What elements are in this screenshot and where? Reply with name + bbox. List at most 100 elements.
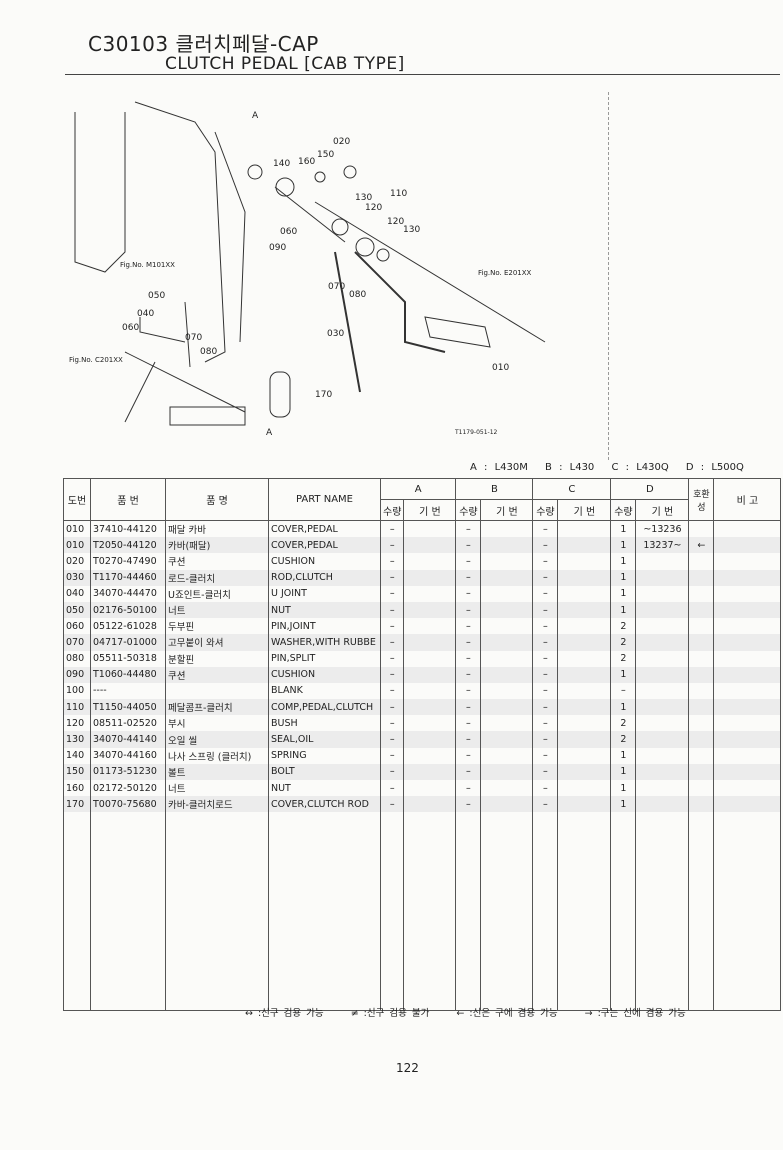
row-a-serial: [403, 682, 457, 700]
row-a-qty: –: [379, 601, 405, 619]
row-a-qty: –: [379, 618, 405, 635]
empty-cell: [63, 812, 91, 1012]
callout: A: [266, 428, 273, 438]
row-remarks: [713, 618, 782, 635]
col-compat: 호환성: [688, 478, 715, 521]
row-a-serial: [403, 763, 457, 780]
row-part-name: COMP,PEDAL,CLUTCH: [268, 699, 381, 716]
col-ref: 도번: [63, 478, 91, 521]
col-part-name: PART NAME: [268, 478, 381, 521]
row-b-qty: –: [455, 763, 482, 780]
row-compat: [688, 780, 715, 797]
col-qty: 수량: [379, 499, 405, 521]
callout: 060: [122, 323, 139, 333]
row-b-qty: –: [455, 666, 482, 683]
callout: 130: [355, 193, 372, 203]
callout: 120: [365, 203, 382, 213]
row-c-qty: –: [532, 699, 559, 716]
row-compat: [688, 666, 715, 683]
model-d: D : L500Q: [685, 462, 744, 473]
row-c-serial: [557, 780, 612, 797]
row-b-qty: –: [455, 585, 482, 602]
row-a-serial: [403, 796, 457, 813]
cab-frame: [74, 112, 126, 273]
row-name-kr: 나사 스프링 (클러치): [165, 747, 269, 764]
row-b-serial: [480, 666, 534, 683]
row-b-qty: –: [455, 537, 482, 554]
row-d-qty: 1: [610, 585, 637, 602]
row-part-no: T1060-44480: [90, 666, 166, 683]
row-d-serial: [635, 780, 690, 797]
row-ref: 140: [63, 747, 91, 764]
row-a-serial: [403, 731, 457, 748]
row-a-serial: [403, 618, 457, 635]
row-part-name: NUT: [268, 601, 381, 619]
row-d-serial: [635, 569, 690, 586]
row-ref: 170: [63, 796, 91, 813]
row-part-name: CUSHION: [268, 666, 381, 683]
row-remarks: [713, 715, 782, 732]
row-name-kr: 패달 카바: [165, 520, 269, 538]
callout: 150: [317, 150, 334, 160]
row-part-name: BUSH: [268, 715, 381, 732]
drawing-code: T1179-051-12: [454, 429, 498, 436]
row-name-kr: 두부핀: [165, 618, 269, 635]
row-b-qty: –: [455, 731, 482, 748]
row-d-serial: [635, 763, 690, 780]
row-remarks: [713, 699, 782, 716]
row-part-no: T0070-75680: [90, 796, 166, 813]
model-a: A : L430M: [470, 462, 528, 473]
row-part-no: 34070-44160: [90, 747, 166, 764]
row-a-qty: –: [379, 796, 405, 813]
row-part-no: 34070-44470: [90, 585, 166, 602]
row-ref: 090: [63, 666, 91, 683]
row-a-serial: [403, 699, 457, 716]
row-c-qty: –: [532, 715, 559, 732]
callout: 040: [137, 309, 154, 319]
row-remarks: [713, 553, 782, 570]
row-part-name: NUT: [268, 780, 381, 797]
row-part-no: T0270-47490: [90, 553, 166, 570]
row-compat: [688, 731, 715, 748]
row-c-qty: –: [532, 650, 559, 667]
col-qty: 수량: [455, 499, 482, 521]
col-serial: 기 번: [403, 499, 457, 521]
row-a-qty: –: [379, 634, 405, 651]
col-model-d: D: [610, 478, 690, 500]
compatibility-legend: ↔ :신구 검용 가능 ≠ :신구 검용 불가 ← :신은 구에 겸용 가능 →…: [245, 1005, 708, 1019]
row-remarks: [713, 585, 782, 602]
row-b-qty: –: [455, 747, 482, 764]
row-part-no: 02172-50120: [90, 780, 166, 797]
col-model-a: A: [379, 478, 457, 500]
row-a-serial: [403, 650, 457, 667]
row-b-serial: [480, 650, 534, 667]
row-a-qty: –: [379, 650, 405, 667]
row-name-kr: 고무붙이 와셔: [165, 634, 269, 651]
row-d-serial: [635, 585, 690, 602]
row-b-qty: –: [455, 796, 482, 813]
row-ref: 010: [63, 520, 91, 538]
col-remarks: 비 고: [713, 478, 782, 521]
exploded-parts-diagram: A 020 150 140 160 130 110 120 120 130 06…: [69, 101, 546, 438]
row-c-qty: –: [532, 601, 559, 619]
row-a-serial: [403, 715, 457, 732]
bracket: [169, 406, 246, 426]
row-b-qty: –: [455, 601, 482, 619]
row-b-serial: [480, 763, 534, 780]
row-remarks: [713, 796, 782, 813]
row-b-qty: –: [455, 780, 482, 797]
row-b-qty: –: [455, 618, 482, 635]
col-name-kr: 품 명: [165, 478, 269, 521]
row-ref: 110: [63, 699, 91, 716]
row-c-serial: [557, 650, 612, 667]
row-c-serial: [557, 682, 612, 700]
empty-cell: [635, 812, 690, 1012]
row-part-name: WASHER,WITH RUBBE: [268, 634, 381, 651]
row-b-serial: [480, 731, 534, 748]
row-d-qty: 1: [610, 796, 637, 813]
empty-cell: [403, 812, 457, 1012]
row-b-serial: [480, 634, 534, 651]
row-d-qty: 1: [610, 780, 637, 797]
row-d-serial: [635, 618, 690, 635]
